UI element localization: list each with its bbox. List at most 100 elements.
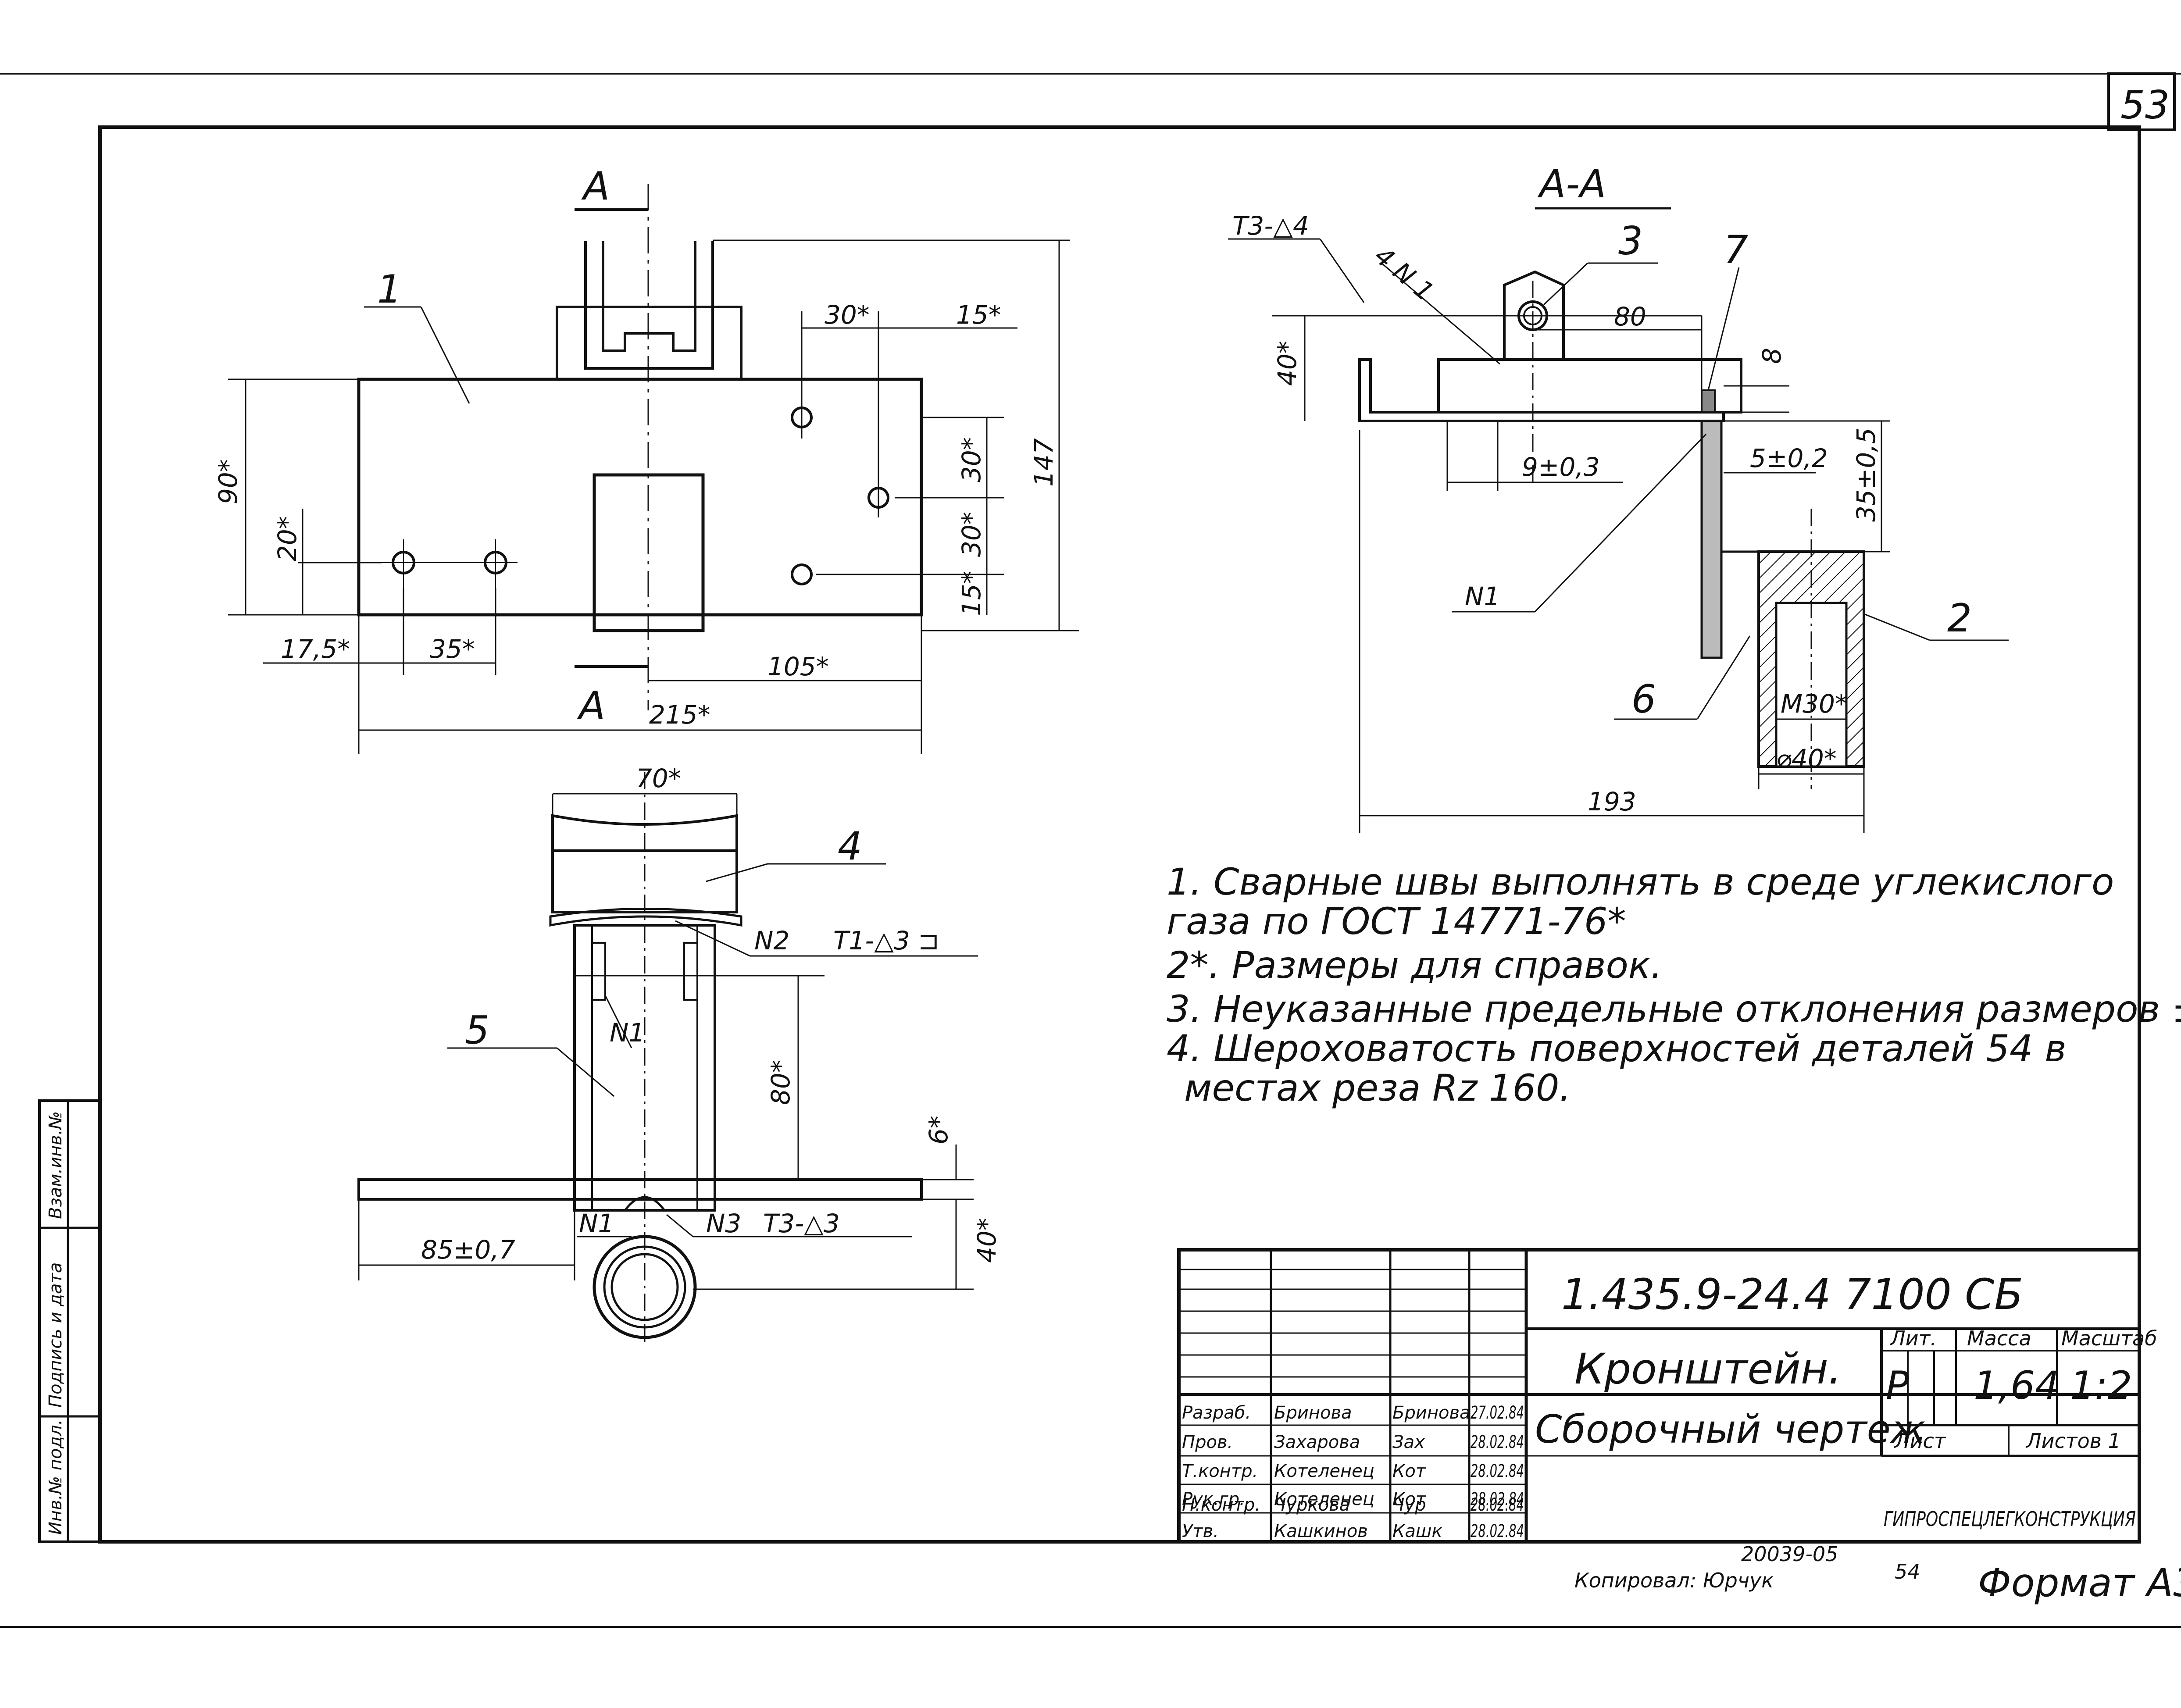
role: Утв. bbox=[1182, 1521, 1219, 1541]
dim-85: 85±0,7 bbox=[421, 1235, 515, 1265]
part-6-label: 6 bbox=[1631, 677, 1656, 722]
date: 28.02.84 bbox=[1471, 1495, 1524, 1515]
part-7-label: 7 bbox=[1724, 227, 1748, 272]
dim-8: 8 bbox=[1757, 348, 1787, 364]
mass-header: Масса bbox=[1967, 1326, 2031, 1350]
base-flange bbox=[357, 1178, 923, 1201]
weld-n3-symbol: Т3-△3 bbox=[763, 1209, 840, 1238]
person-name: Кашкинов bbox=[1274, 1521, 1368, 1541]
note-2: 2*. Размеры для справок. bbox=[1167, 944, 1662, 987]
weld-n2-label: N2 bbox=[754, 926, 789, 956]
dim-d40: ⌀40* bbox=[1776, 744, 1837, 774]
date: 28.02.84 bbox=[1471, 1432, 1524, 1452]
drawing-frame bbox=[98, 125, 2141, 1544]
part-1-plate bbox=[357, 378, 923, 617]
lit-header: Лит. bbox=[1889, 1326, 1937, 1350]
lit-value: Р bbox=[1886, 1363, 1909, 1408]
person-name: Бринова bbox=[1274, 1403, 1352, 1423]
dim-17-5: 17,5* bbox=[281, 634, 350, 664]
section-mark-bottom: А bbox=[577, 683, 605, 728]
sheets-label: Листов 1 bbox=[2025, 1429, 2121, 1453]
weld-n3-label: N3 bbox=[706, 1209, 741, 1238]
part-name: Кронштейн. bbox=[1574, 1344, 1842, 1394]
role: Н.контр. bbox=[1182, 1495, 1260, 1515]
dim-35: 35* bbox=[430, 634, 475, 664]
weld-n1-bottom-b: N1 bbox=[579, 1209, 614, 1238]
bottom-view bbox=[357, 772, 978, 1342]
role: Разраб. bbox=[1182, 1403, 1251, 1423]
section-view bbox=[1228, 207, 2009, 833]
dim-20: 20* bbox=[272, 516, 302, 561]
role: Пров. bbox=[1182, 1432, 1233, 1452]
scale-value: 1:2 bbox=[2070, 1363, 2132, 1408]
dim-40-section: 40* bbox=[1272, 341, 1302, 386]
drawing-designation: 1.435.9-24.4 7100 СБ bbox=[1561, 1270, 2023, 1319]
note-3: 3. Неуказанные предельные отклонения раз… bbox=[1167, 988, 2181, 1031]
signature: Кот bbox=[1392, 1489, 1427, 1509]
dim-30-right-a: 30* bbox=[957, 437, 986, 482]
sheet-number: 53 bbox=[2120, 82, 2170, 128]
note-1-cont: газа по ГОСТ 14771-76* bbox=[1167, 900, 1626, 943]
role: Рук.гр. bbox=[1182, 1489, 1245, 1509]
scale-header: Масштаб bbox=[2061, 1326, 2157, 1350]
dim-193: 193 bbox=[1588, 787, 1636, 817]
weld-n1-bottom-a: N1 bbox=[610, 1018, 645, 1048]
dim-30-right-b: 30* bbox=[957, 512, 986, 557]
signature: Кот bbox=[1392, 1461, 1427, 1481]
person-name: Котеленец bbox=[1274, 1489, 1374, 1509]
dim-30-top: 30* bbox=[825, 300, 870, 330]
dim-15-right: 15* bbox=[957, 571, 986, 616]
note-4: 4. Шероховатость поверхностей деталей 54… bbox=[1167, 1027, 2067, 1070]
drawing-type: Сборочный чертеж bbox=[1535, 1407, 1925, 1452]
part-1-label: 1 bbox=[377, 267, 402, 312]
weld-n2-symbol: Т1-△3 ⊐ bbox=[833, 926, 939, 956]
weld-top-section: Т3-△4 bbox=[1232, 211, 1309, 241]
dim-5: 5±0,2 bbox=[1750, 443, 1828, 473]
weld-n1-label: N1 bbox=[1465, 581, 1500, 611]
part-7-pad bbox=[1701, 389, 1716, 413]
signature: Кашк bbox=[1392, 1521, 1442, 1541]
dim-15-top: 15* bbox=[956, 300, 1001, 330]
paper-format: Формат А3 bbox=[1978, 1560, 2181, 1605]
section-mark-top: А bbox=[581, 164, 610, 209]
note-1: 1. Сварные швы выполнять в среде углекис… bbox=[1167, 860, 2114, 903]
nut-outer-circle bbox=[593, 1235, 697, 1339]
date: 28.02.84 bbox=[1471, 1461, 1524, 1481]
person-name: Захарова bbox=[1274, 1432, 1360, 1452]
stamp-replace-inv: Взам.инв.№ bbox=[46, 1111, 66, 1219]
signature: Бринова bbox=[1392, 1403, 1471, 1423]
mass-value: 1,64 bbox=[1974, 1363, 2060, 1408]
dim-80-bottom: 80* bbox=[766, 1060, 796, 1105]
weld-count: 4 N 1 bbox=[1369, 241, 1440, 307]
dim-70: 70* bbox=[636, 763, 681, 793]
hole bbox=[791, 563, 813, 585]
organization: ГИПРОСПЕЦЛЕГКОНСТРУКЦИЯ bbox=[1884, 1507, 2136, 1531]
dim-6: 6* bbox=[924, 1116, 953, 1145]
note-4-cont: местах реза Rz 160. bbox=[1184, 1066, 1571, 1109]
signature: Чур bbox=[1392, 1495, 1426, 1515]
dim-147: 147 bbox=[1029, 438, 1059, 487]
role: Т.контр. bbox=[1182, 1461, 1258, 1481]
dim-80-section: 80 bbox=[1614, 302, 1646, 332]
stamp-sign-date: Подпись и дата bbox=[46, 1262, 66, 1408]
part-4-label: 4 bbox=[838, 824, 862, 869]
dim-40-bottom: 40* bbox=[972, 1218, 1002, 1263]
section-title: А-А bbox=[1537, 161, 1606, 207]
sheet-label: Лист bbox=[1894, 1429, 1946, 1453]
sheet-number-box bbox=[2107, 72, 2176, 131]
person-name: Чуркова bbox=[1274, 1495, 1350, 1515]
title-block bbox=[1177, 1248, 2141, 1544]
person-name: Котеленец bbox=[1274, 1461, 1374, 1481]
footer-page: 54 bbox=[1895, 1560, 1920, 1583]
date: 28.02.84 bbox=[1471, 1521, 1524, 1541]
side-stamp bbox=[38, 1099, 101, 1543]
dim-m30: М30* bbox=[1781, 689, 1848, 719]
technical-notes: 1. Сварные швы выполнять в среде углекис… bbox=[1167, 860, 2181, 1109]
signature-rows: Разраб. Бринова Бринова 27.02.84 Пров. З… bbox=[1182, 1403, 1524, 1541]
part-5-label: 5 bbox=[465, 1008, 489, 1053]
main-view bbox=[228, 184, 1079, 754]
dim-9: 9±0,3 bbox=[1522, 452, 1600, 482]
dim-105: 105* bbox=[767, 652, 829, 681]
part-2-label: 2 bbox=[1947, 595, 1972, 641]
